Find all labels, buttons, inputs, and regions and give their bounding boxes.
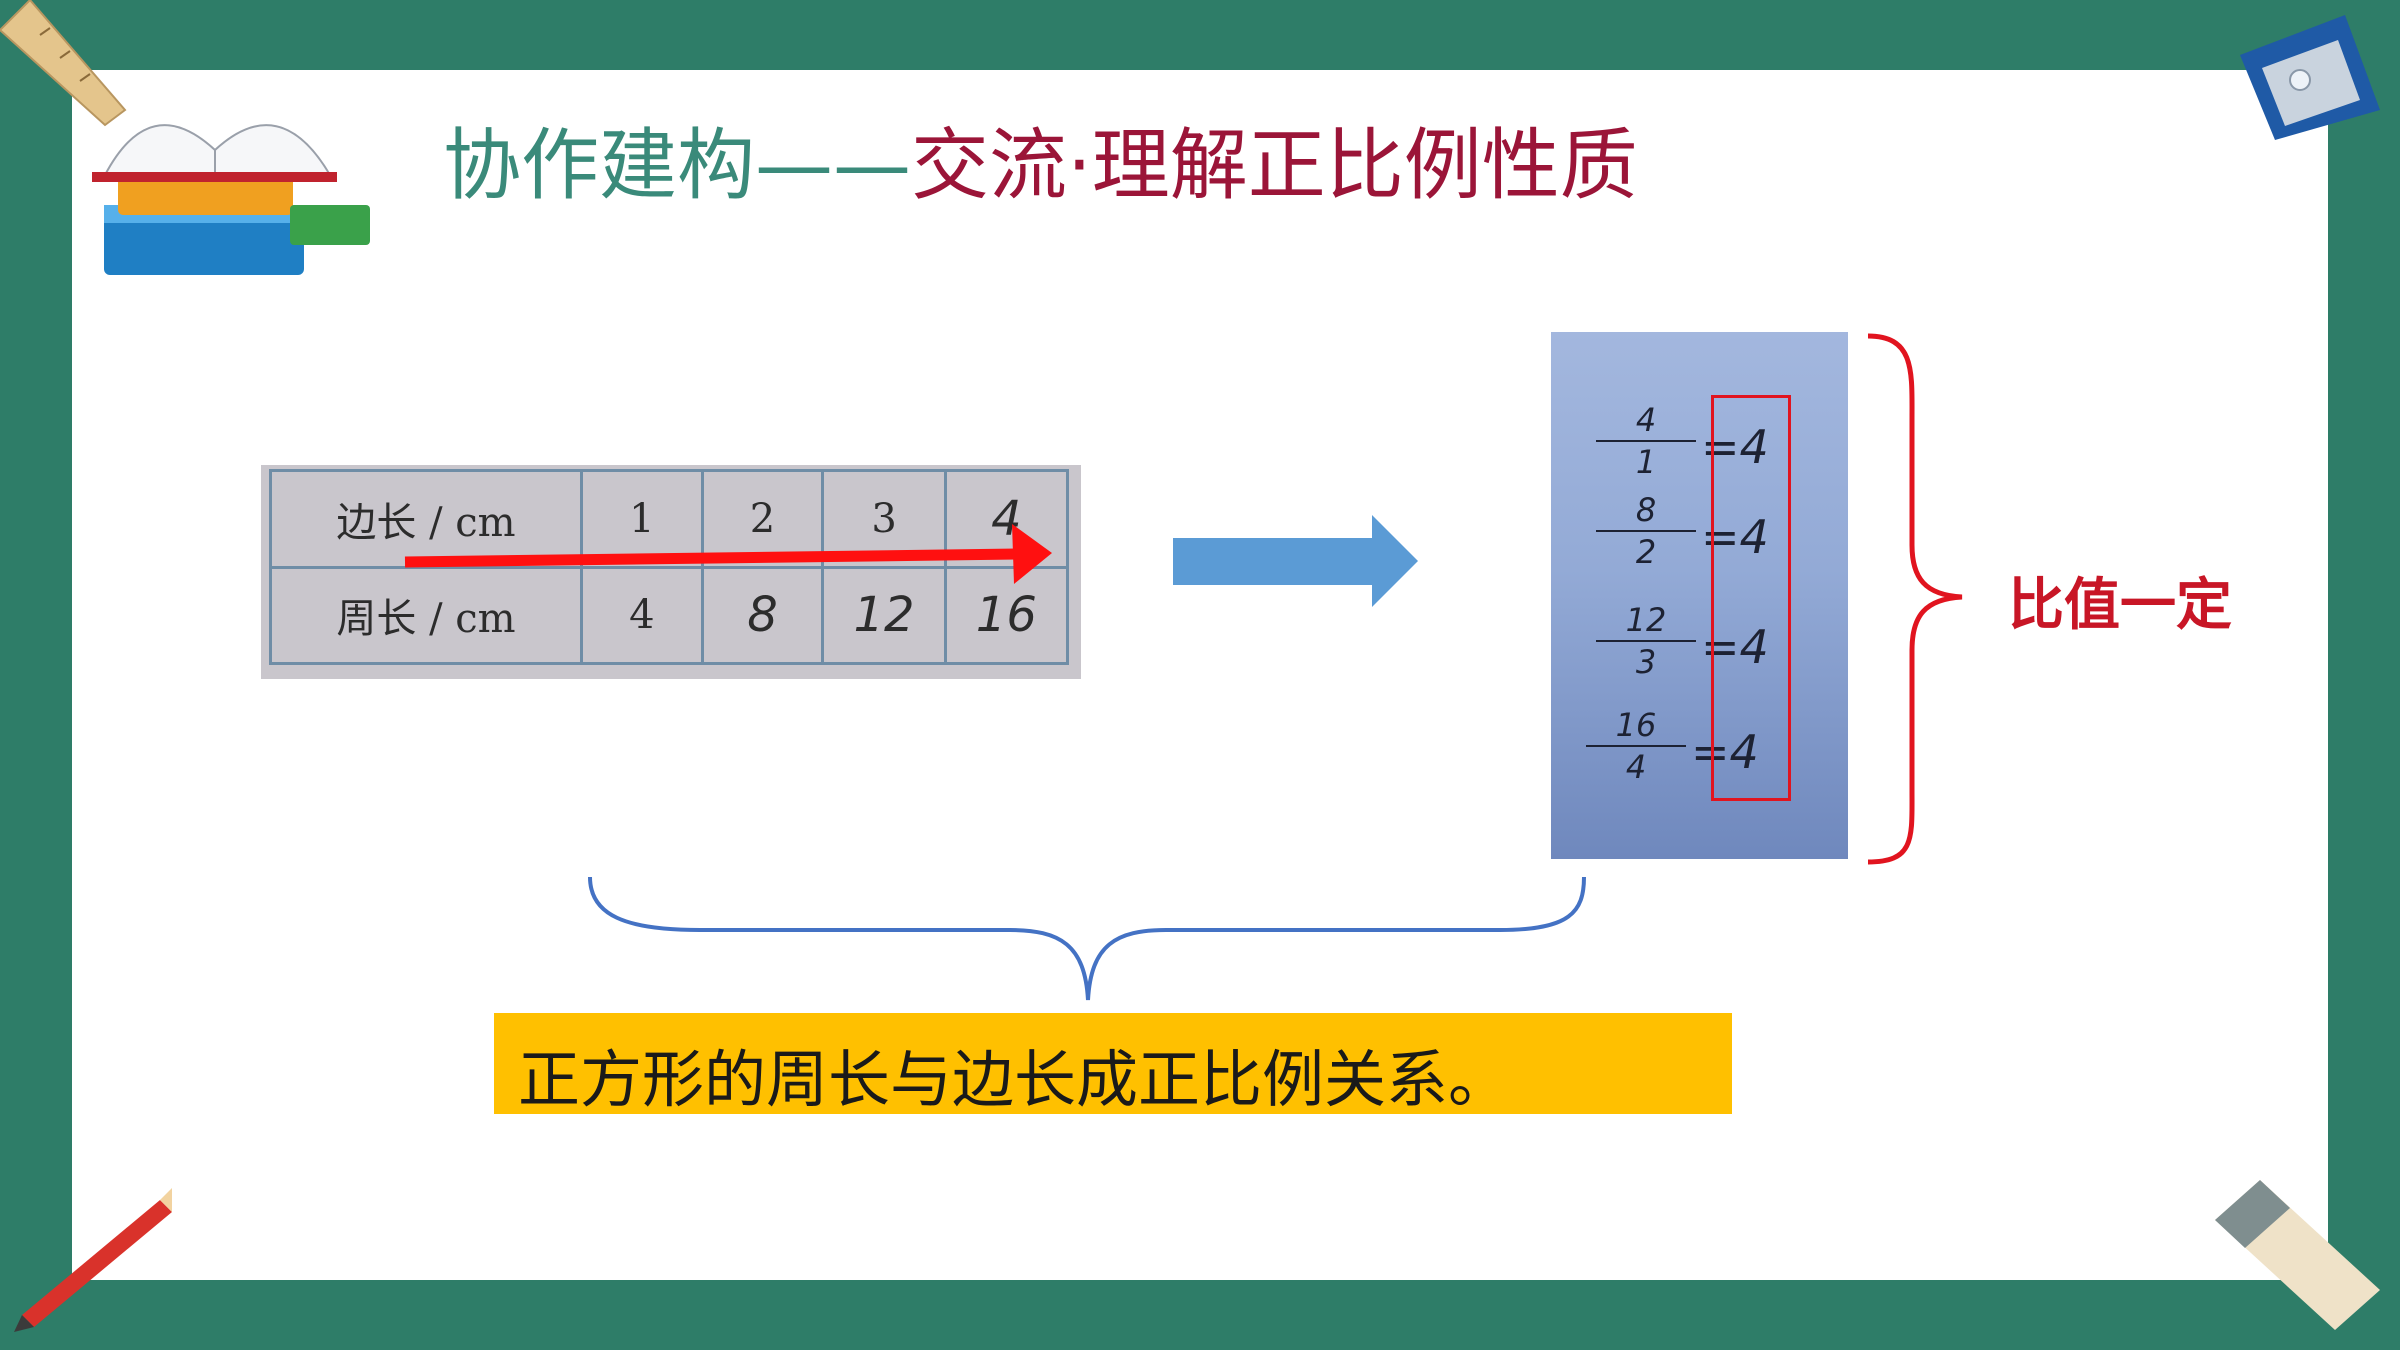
fraction: 16 4 bbox=[1586, 707, 1686, 785]
data-table-photo: 边长 / cm 1 2 3 4 周长 / cm 4 8 12 16 bbox=[261, 465, 1081, 679]
ratio-item: 16 4 =4 bbox=[1586, 707, 1796, 787]
ratio-item: 4 1 =4 bbox=[1596, 402, 1796, 482]
numerator: 4 bbox=[1635, 401, 1657, 439]
page-title: 协作建构——交流·理解正比例性质 bbox=[443, 118, 1638, 214]
denominator: 1 bbox=[1635, 443, 1657, 481]
numerator: 8 bbox=[1635, 491, 1657, 529]
table-cell: 4 bbox=[580, 565, 704, 665]
fraction-bar bbox=[1596, 640, 1696, 642]
denominator: 2 bbox=[1635, 533, 1657, 571]
ratio-photo: 4 1 =4 8 2 =4 12 3 =4 16 4 =4 bbox=[1551, 332, 1848, 859]
fraction: 8 2 bbox=[1596, 492, 1696, 570]
ratio-result: =4 bbox=[1701, 510, 1769, 564]
ratio-highlight-box bbox=[1711, 395, 1791, 801]
ratio-result: =4 bbox=[1701, 620, 1769, 674]
table-cell: 12 bbox=[821, 565, 947, 665]
table-cell: 4 bbox=[943, 469, 1070, 569]
ratio-item: 8 2 =4 bbox=[1596, 492, 1796, 572]
numerator: 16 bbox=[1615, 706, 1657, 744]
conclusion-text: 正方形的周长与边长成正比例关系。 bbox=[518, 1043, 1511, 1116]
table-header-cell: 周长 / cm bbox=[268, 565, 584, 665]
ratio-label: 比值一定 bbox=[2008, 573, 2232, 638]
fraction-bar bbox=[1596, 440, 1696, 442]
ratio-result: =4 bbox=[1701, 420, 1769, 474]
conclusion-box: 正方形的周长与边长成正比例关系。 bbox=[494, 1013, 1732, 1116]
table-row: 周长 / cm 4 8 12 16 bbox=[268, 565, 1070, 665]
ratio-item: 12 3 =4 bbox=[1596, 602, 1796, 682]
table-cell: 3 bbox=[821, 469, 947, 569]
data-table: 边长 / cm 1 2 3 4 周长 / cm 4 8 12 16 bbox=[268, 469, 1070, 665]
numerator: 12 bbox=[1625, 601, 1667, 639]
fraction: 12 3 bbox=[1596, 602, 1696, 680]
table-cell: 2 bbox=[700, 469, 825, 569]
table-cell: 8 bbox=[700, 565, 825, 665]
denominator: 3 bbox=[1635, 643, 1657, 681]
ratio-result: =4 bbox=[1691, 725, 1759, 779]
title-part-2: 交流·理解正比例性质 bbox=[911, 121, 1638, 211]
fraction-bar bbox=[1586, 745, 1686, 747]
fraction-bar bbox=[1596, 530, 1696, 532]
table-cell: 1 bbox=[580, 469, 704, 569]
table-cell: 16 bbox=[943, 565, 1070, 665]
denominator: 4 bbox=[1625, 748, 1647, 786]
table-header-cell: 边长 / cm bbox=[268, 469, 584, 569]
fraction: 4 1 bbox=[1596, 402, 1696, 480]
table-row: 边长 / cm 1 2 3 4 bbox=[268, 469, 1070, 569]
title-part-1: 协作建构—— bbox=[443, 121, 912, 211]
